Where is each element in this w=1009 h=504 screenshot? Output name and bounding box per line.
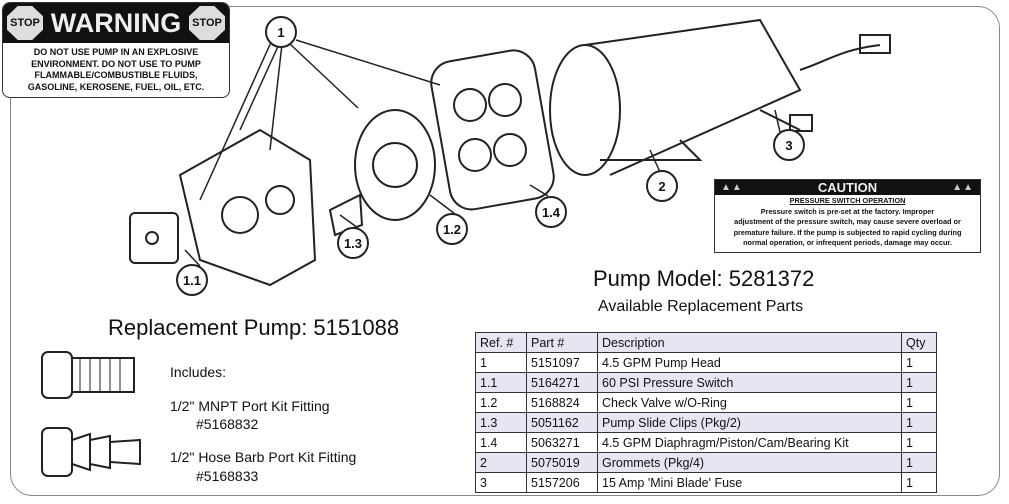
warning-text: DO NOT USE PUMP IN AN EXPLOSIVE ENVIRONM… [3, 47, 229, 93]
cell-description: 15 Amp 'Mini Blade' Fuse [597, 472, 902, 493]
stop-sign-icon: STOP [189, 6, 225, 40]
cell-ref: 1 [475, 352, 527, 373]
cell-part: 5051162 [526, 412, 598, 433]
cell-part: 5063271 [526, 432, 598, 453]
cell-ref: 1.2 [475, 392, 527, 413]
fitting-2-part: #5168833 [196, 468, 259, 484]
leader-lines [184, 39, 781, 267]
cell-description: 60 PSI Pressure Switch [597, 372, 902, 393]
fitting-2-name: 1/2" Hose Barb Port Kit Fitting [170, 449, 357, 465]
caution-line: Pressure switch is pre-set at the factor… [760, 206, 935, 216]
replacement-pump: Replacement Pump: 5151088 [108, 315, 400, 340]
page-border [10, 6, 1000, 496]
fitting-1-name: 1/2" MNPT Port Kit Fitting [170, 398, 330, 414]
mnpt-fitting-image [41, 351, 135, 399]
caution-line: normal operation, or infrequent periods,… [743, 238, 952, 247]
callout-1-3: 1.3 [337, 227, 369, 259]
cell-description: 4.5 GPM Pump Head [597, 352, 902, 373]
cell-qty: 1 [901, 412, 937, 433]
caution-subtitle: PRESSURE SWITCH OPERATION [789, 196, 906, 205]
warning-line: DO NOT USE PUMP IN AN EXPLOSIVE [33, 47, 199, 57]
cell-description: 4.5 GPM Diaphragm/Piston/Cam/Bearing Kit [597, 432, 902, 453]
cell-qty: 1 [901, 352, 937, 373]
available-parts-heading: Available Replacement Parts [598, 298, 804, 315]
header-description: Description [597, 332, 902, 353]
cell-part: 5168824 [526, 392, 598, 413]
hose-barb-fitting-image [41, 427, 141, 477]
cell-description: Check Valve w/O-Ring [597, 392, 902, 413]
warning-title: WARNING [50, 7, 182, 38]
cell-ref: 1.1 [475, 372, 527, 393]
warning-triangle-icon: ▲▲ [952, 182, 974, 193]
cell-part: 5157206 [526, 472, 598, 493]
cell-qty: 1 [901, 432, 937, 453]
cell-qty: 1 [901, 392, 937, 413]
cell-part: 5075019 [526, 452, 598, 473]
cell-description: Pump Slide Clips (Pkg/2) [597, 412, 902, 433]
header-qty: Qty [901, 332, 937, 353]
callout-3: 3 [773, 129, 805, 161]
diaphragm-part [430, 49, 555, 211]
cell-part: 5151097 [526, 352, 598, 373]
callout-1-1: 1.1 [176, 264, 208, 296]
warning-line: FLAMMABLE/COMBUSTIBLE FLUIDS, [34, 70, 198, 80]
slide-clip-part [328, 193, 364, 237]
includes-label: Includes: [170, 364, 227, 380]
caution-title: CAUTION [817, 180, 878, 195]
header-ref: Ref. # [475, 332, 527, 353]
cell-qty: 1 [901, 452, 937, 473]
cell-description: Grommets (Pkg/4) [597, 452, 902, 473]
warning-line: GASOLINE, KEROSENE, FUEL, OIL, ETC. [27, 81, 205, 92]
motor-part [549, 18, 891, 176]
callout-1-4: 1.4 [535, 196, 567, 228]
warning-triangle-icon: ▲▲ [721, 182, 743, 193]
pump-head-part [178, 128, 317, 287]
pump-model: Pump Model: 5281372 [593, 266, 815, 291]
cell-qty: 1 [901, 372, 937, 393]
caution-line: premature failure. If the pump is subjec… [733, 227, 962, 237]
callout-2: 2 [646, 170, 678, 202]
stop-sign-icon: STOP [7, 6, 43, 40]
cell-ref: 3 [475, 472, 527, 493]
caution-line: adjustment of the pressure switch, may c… [734, 217, 961, 226]
cell-ref: 1.4 [475, 432, 527, 453]
pressure-switch-part [129, 212, 179, 264]
caution-label: ▲▲ CAUTION ▲▲ PRESSURE SWITCH OPERATION Pr… [714, 179, 981, 253]
table-header: Ref. # Part # Description Qty [475, 332, 937, 353]
header-part: Part # [526, 332, 598, 353]
cell-qty: 1 [901, 472, 937, 493]
cell-ref: 2 [475, 452, 527, 473]
warning-line: ENVIRONMENT. DO NOT USE TO PUMP [31, 58, 201, 69]
check-valve-part [354, 109, 436, 221]
cell-ref: 1.3 [475, 412, 527, 433]
fitting-1-part: #5168832 [196, 416, 259, 432]
warning-label: STOP WARNING STOP DO NOT USE PUMP IN AN … [2, 2, 230, 98]
callout-1-2: 1.2 [436, 213, 468, 245]
cell-part: 5164271 [526, 372, 598, 393]
callout-1: 1 [265, 16, 297, 48]
